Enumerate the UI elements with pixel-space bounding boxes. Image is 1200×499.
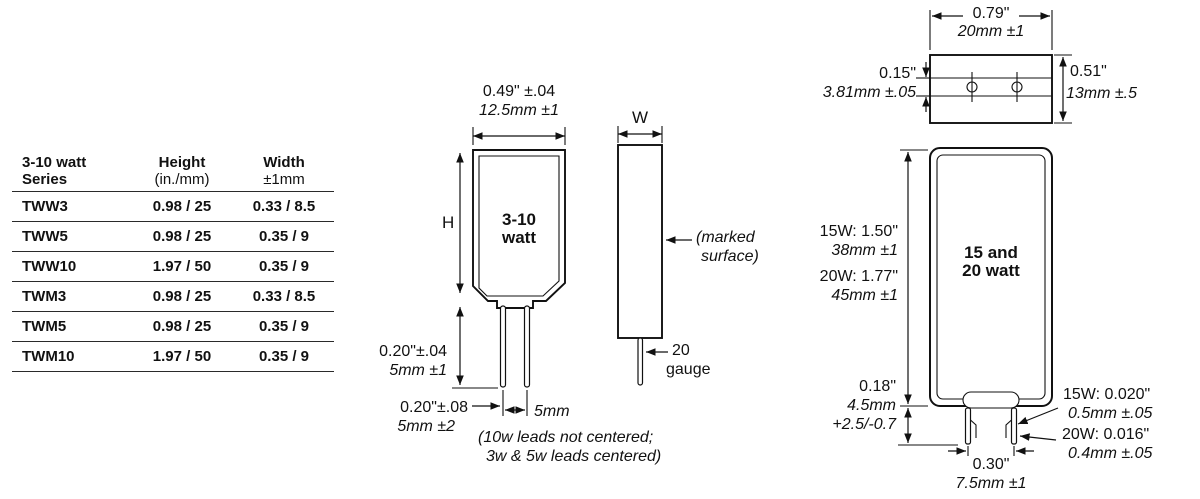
table-row: TWM3 0.98 / 25 0.33 / 8.5 xyxy=(12,282,334,312)
front-lead-length-mm-label: 5mm ±1 xyxy=(389,362,447,379)
side-lead xyxy=(637,337,644,386)
series-cell: TWM3 xyxy=(22,288,67,305)
table-row: TWW3 0.98 / 25 0.33 / 8.5 xyxy=(12,192,334,222)
height-cell: 1.97 / 50 xyxy=(152,258,212,275)
front-body-label-line1: 3-10 xyxy=(501,210,537,229)
power-view-drawing xyxy=(898,147,1059,456)
width-cell: 0.35 / 9 xyxy=(258,228,310,245)
width-cell: 0.35 / 9 xyxy=(258,258,310,275)
height-cell: 1.97 / 50 xyxy=(152,348,212,365)
table-row: TWW10 1.97 / 50 0.35 / 9 xyxy=(12,252,334,282)
power-lead-length-mm-label: 4.5mm xyxy=(847,397,896,414)
power-height-15w-inch-label: 15W: 1.50" xyxy=(819,223,898,240)
power-body-label-line2: 20 watt xyxy=(962,261,1020,280)
header-series: 3-10 watt Series xyxy=(12,154,130,189)
width-cell: 0.33 / 8.5 xyxy=(252,288,316,305)
marked-surface-label-line2: surface) xyxy=(701,248,759,265)
top-slot-mm-label: 3.81mm ±.05 xyxy=(822,84,916,101)
table-header-row: 3-10 watt Series Height (in./mm) Width ±… xyxy=(12,142,334,192)
header-width-line1: Width xyxy=(263,153,305,171)
power-height-20w-inch-label: 20W: 1.77" xyxy=(819,268,898,285)
side-view-drawing xyxy=(617,126,692,386)
marked-surface-label-line1: (marked xyxy=(696,229,755,246)
side-body-outline xyxy=(617,144,663,339)
front-lead-left xyxy=(499,305,507,388)
power-thick-15w-inch-label: 15W: 0.020" xyxy=(1063,386,1151,403)
power-height-20w-mm-label: 45mm ±1 xyxy=(831,287,898,304)
front-width-mm-label: 12.5mm ±1 xyxy=(479,102,559,119)
spec-table: 3-10 watt Series Height (in./mm) Width ±… xyxy=(12,142,334,372)
width-cell: 0.35 / 9 xyxy=(258,318,310,335)
front-lead-length-inch-label: 0.20"±.04 xyxy=(379,343,447,360)
top-body-outline xyxy=(929,54,1053,124)
front-body-outline xyxy=(472,149,566,309)
power-spacing-inch-label: 0.30" xyxy=(972,456,1010,473)
width-cell: 0.35 / 9 xyxy=(258,348,310,365)
height-cell: 0.98 / 25 xyxy=(152,228,212,245)
series-cell: TWM5 xyxy=(22,318,67,335)
header-series-line1: 3-10 watt xyxy=(22,153,87,171)
height-cell: 0.98 / 25 xyxy=(152,318,212,335)
power-lead-right xyxy=(1010,407,1018,445)
table-row: TWW5 0.98 / 25 0.35 / 9 xyxy=(12,222,334,252)
table-row: TWM5 0.98 / 25 0.35 / 9 xyxy=(12,312,334,342)
header-height-line2: (in./mm) xyxy=(154,170,210,188)
front-height-symbol: H xyxy=(442,213,455,232)
power-lead-left xyxy=(964,407,972,445)
front-body-label-line2: watt xyxy=(502,228,536,247)
top-view-drawing xyxy=(916,10,1072,124)
power-height-15w-mm-label: 38mm ±1 xyxy=(831,242,898,259)
front-lead-offset-inch-label: 0.20"±.08 xyxy=(400,399,468,416)
series-cell: TWW5 xyxy=(22,228,68,245)
power-spacing-mm-label: 7.5mm ±1 xyxy=(955,475,1027,492)
front-lead-right xyxy=(523,305,531,388)
header-width-line2: ±1mm xyxy=(263,170,305,188)
top-width-mm-label: 20mm ±1 xyxy=(957,23,1025,40)
width-cell: 0.33 / 8.5 xyxy=(252,198,316,215)
header-series-line2: Series xyxy=(22,170,68,188)
header-height: Height (in./mm) xyxy=(130,154,234,189)
top-depth-inch-label: 0.51" xyxy=(1070,63,1107,80)
front-view-drawing xyxy=(452,127,566,416)
top-slot-inch-label: 0.15" xyxy=(879,65,916,82)
front-body-inner-line xyxy=(478,155,560,297)
height-cell: 0.98 / 25 xyxy=(152,288,212,305)
front-lead-spacing-label: 5mm xyxy=(534,403,570,420)
gauge-label-line2: gauge xyxy=(666,361,711,378)
table-row: TWM10 1.97 / 50 0.35 / 9 xyxy=(12,342,334,372)
power-lead-length-inch-label: 0.18" xyxy=(859,378,896,395)
height-cell: 0.98 / 25 xyxy=(152,198,212,215)
header-width: Width ±1mm xyxy=(234,154,334,189)
front-width-inch-label: 0.49" ±.04 xyxy=(482,83,556,100)
series-cell: TWM10 xyxy=(22,348,75,365)
top-depth-mm-label: 13mm ±.5 xyxy=(1066,85,1138,102)
gauge-label-line1: 20 xyxy=(672,342,690,359)
power-lead-base xyxy=(962,391,1020,409)
power-lead-length-tol-label: +2.5/-0.7 xyxy=(832,416,896,433)
power-thickness-leader-upper xyxy=(1017,407,1059,425)
series-cell: TWW10 xyxy=(22,258,77,275)
header-height-line1: Height xyxy=(158,153,206,171)
front-note-line2: 3w & 5w leads centered) xyxy=(486,448,662,465)
front-lead-offset-mm-label: 5mm ±2 xyxy=(397,418,455,435)
front-note-line1: (10w leads not centered; xyxy=(478,429,654,446)
power-thick-20w-inch-label: 20W: 0.016" xyxy=(1062,426,1150,443)
top-width-inch-label: 0.79" xyxy=(972,5,1010,22)
power-thickness-leader-lower xyxy=(1019,433,1057,441)
series-cell: TWW3 xyxy=(22,198,68,215)
power-thick-20w-mm-label: 0.4mm ±.05 xyxy=(1068,445,1153,462)
power-body-label-line1: 15 and xyxy=(964,243,1018,262)
power-thick-15w-mm-label: 0.5mm ±.05 xyxy=(1068,405,1153,422)
side-width-symbol: W xyxy=(631,108,649,127)
